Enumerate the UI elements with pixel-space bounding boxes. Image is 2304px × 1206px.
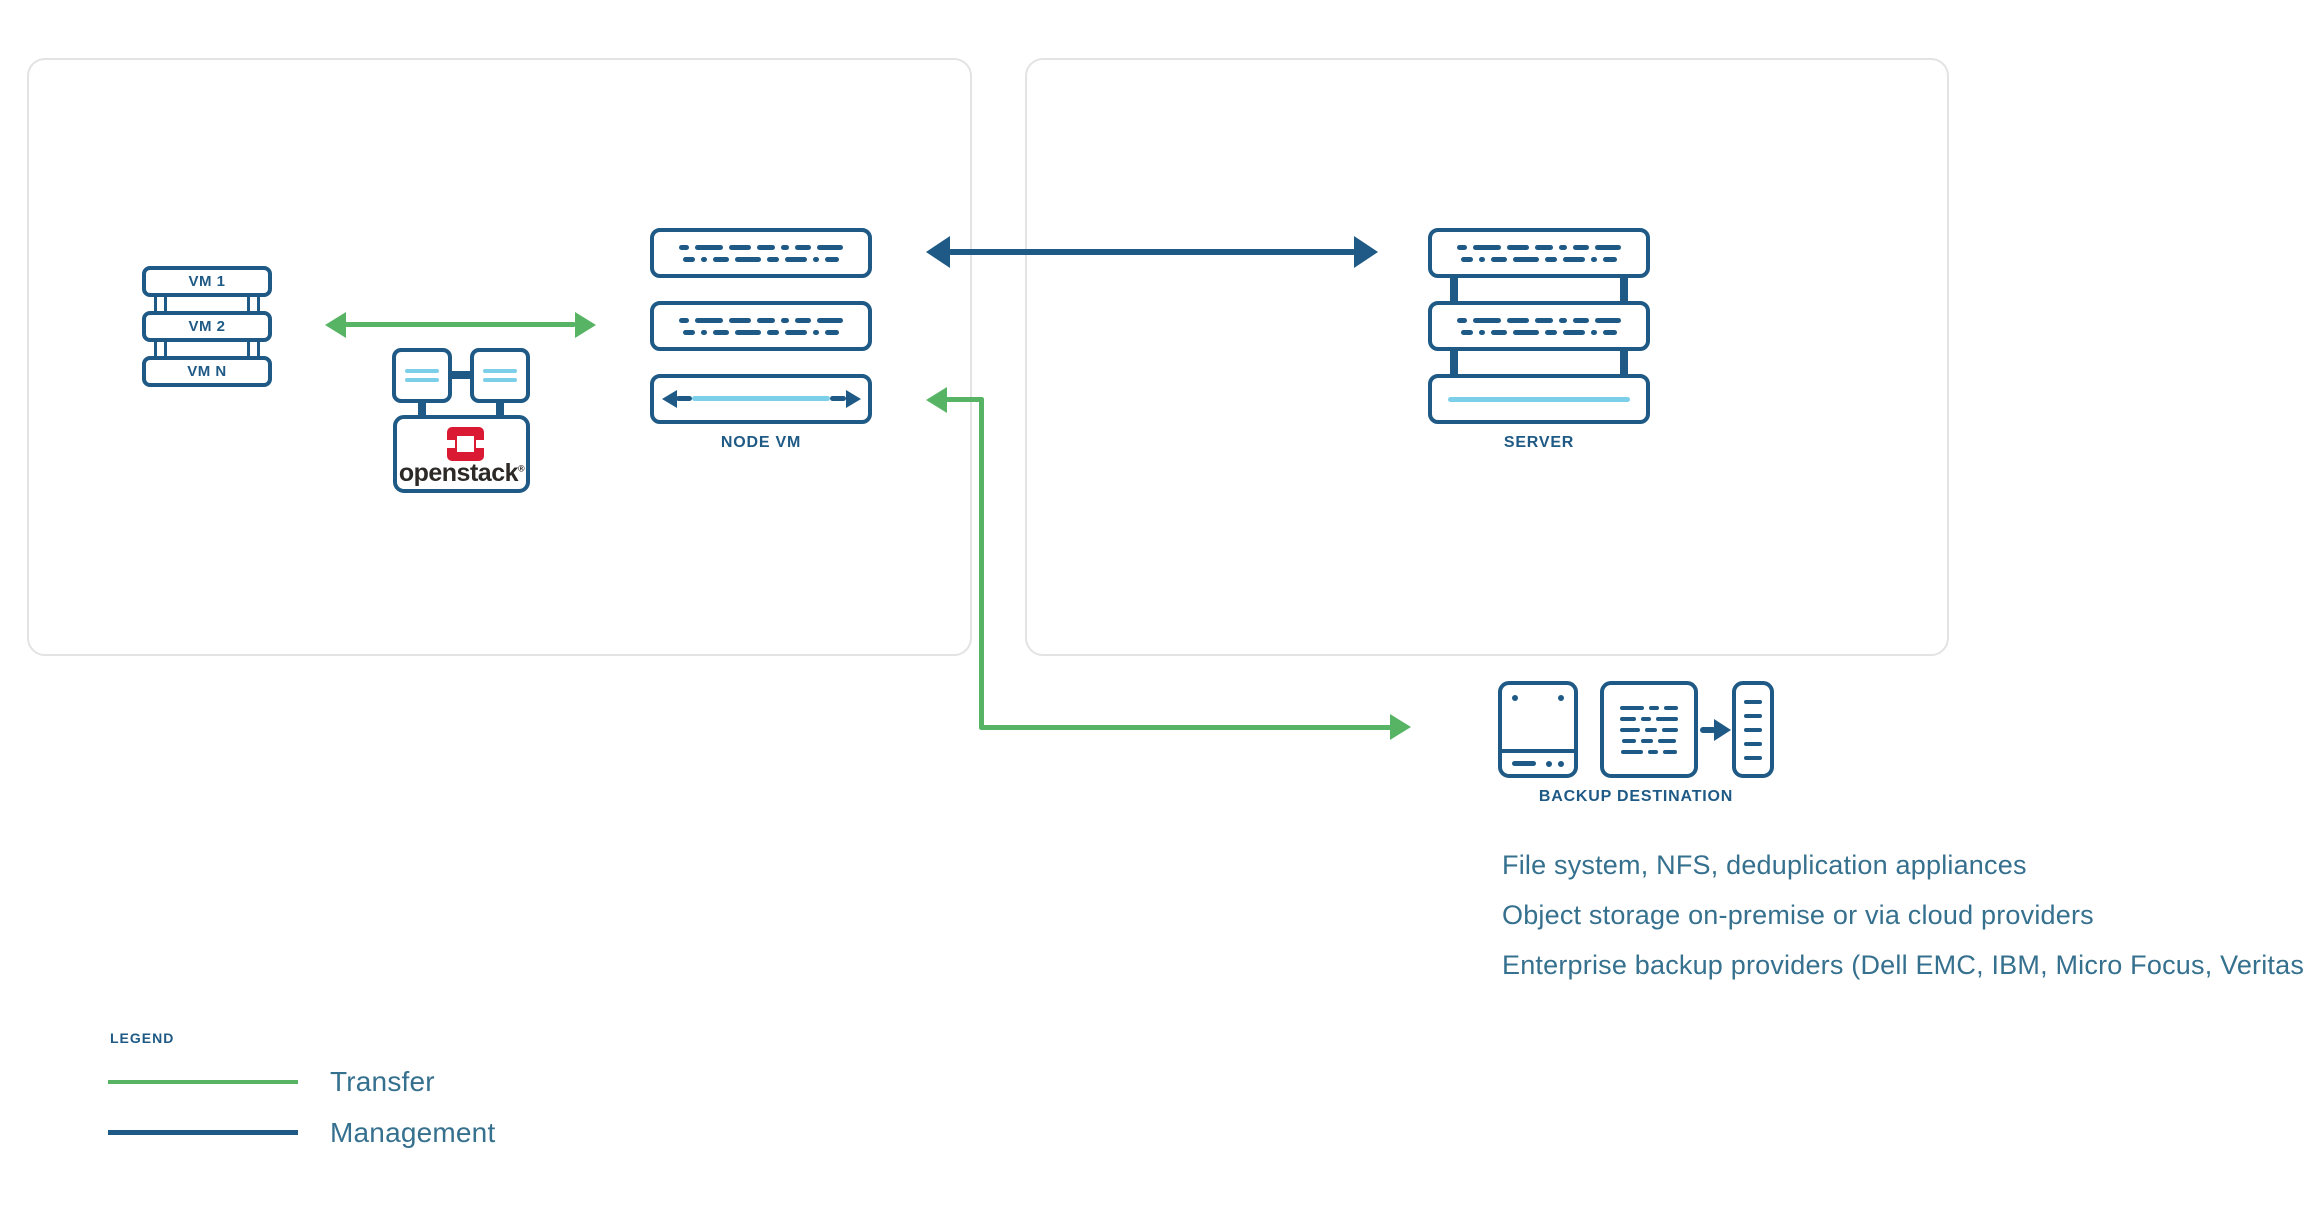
legend-transfer-label: Transfer — [330, 1066, 435, 1097]
server-slot — [1428, 228, 1650, 278]
server-slot — [1428, 374, 1650, 424]
server-slot — [1428, 301, 1650, 351]
arrowhead-left-icon — [325, 312, 346, 338]
legend-management-label: Management — [330, 1117, 496, 1148]
arrowhead-left-icon — [926, 236, 950, 268]
arrowhead-left-icon — [926, 387, 947, 413]
compute-node-icon — [470, 348, 530, 403]
arrowhead-left-icon — [662, 390, 677, 408]
compute-node-icon — [392, 348, 452, 403]
vm-box: VM 2 — [142, 311, 272, 342]
server-environment-panel — [1025, 58, 1949, 656]
arrowhead-right-icon — [575, 312, 596, 338]
backup-data-grid-icon — [1600, 681, 1698, 778]
mini-arrow-icon — [1700, 727, 1716, 733]
legend-management-line — [108, 1130, 298, 1135]
node-vm-slot — [650, 228, 872, 278]
backup-note: File system, NFS, deduplication applianc… — [1502, 850, 2027, 880]
node-vm-slot — [650, 301, 872, 351]
vm-label: VM 2 — [188, 318, 226, 335]
tape-column-icon — [1732, 681, 1774, 778]
transfer-channel-line — [692, 396, 830, 401]
arrowhead-right-icon — [846, 390, 861, 408]
arrowhead-right-icon — [1714, 719, 1731, 741]
vm-label: VM N — [187, 363, 227, 380]
disk-storage-icon — [1498, 681, 1578, 778]
openstack-wordmark: openstack® — [398, 459, 525, 487]
backup-note: Enterprise backup providers (Dell EMC, I… — [1502, 950, 2304, 980]
openstack-controller-icon: openstack® — [393, 415, 530, 493]
legend-transfer-line — [108, 1080, 298, 1084]
legend-title: LEGEND — [110, 1030, 175, 1046]
backup-note: Object storage on-premise or via cloud p… — [1502, 900, 2094, 930]
server-label: SERVER — [1503, 434, 1575, 451]
arrowhead-right-icon — [1390, 714, 1411, 740]
vm-label: VM 1 — [188, 273, 226, 290]
vm-box: VM N — [142, 356, 272, 387]
node-vm-label: NODE VM — [720, 434, 802, 451]
arrowhead-right-icon — [1354, 236, 1378, 268]
vm-box: VM 1 — [142, 266, 272, 297]
backup-destination-label: BACKUP DESTINATION — [1538, 788, 1734, 805]
openstack-logo-icon — [447, 427, 484, 461]
